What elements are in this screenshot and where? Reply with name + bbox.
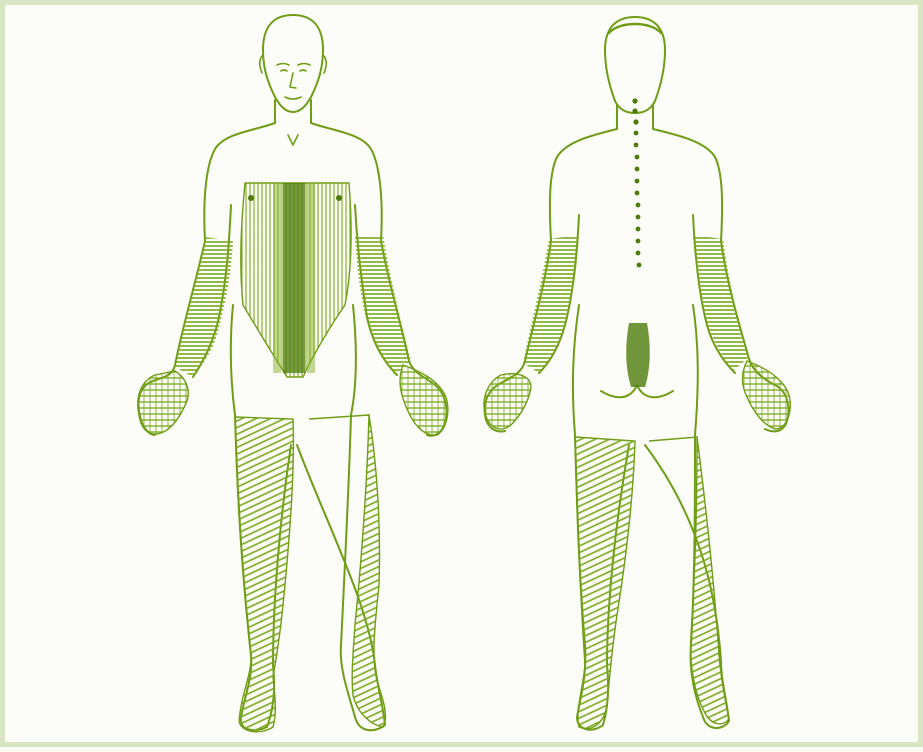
back-right-hand-hatch (743, 361, 791, 429)
front-right-forearm-hatch (355, 235, 411, 375)
spine-dots (632, 98, 641, 267)
front-hatching (138, 183, 448, 732)
front-midline-band (283, 183, 305, 373)
body-chart-figure (5, 5, 923, 752)
back-left-leg-hatch (575, 437, 635, 729)
front-right-hand-hatch (400, 365, 448, 435)
back-hatching (484, 98, 790, 728)
front-face (277, 64, 310, 100)
front-left-hand-hatch (138, 371, 188, 434)
front-left-leg-hatch (235, 417, 293, 732)
back-right-leg-hatch (649, 437, 729, 724)
back-sacrum-hatch (626, 323, 650, 387)
back-torso-outline (550, 105, 722, 241)
back-left-hand-hatch (484, 374, 531, 429)
front-head (263, 15, 323, 112)
front-left-forearm-hatch (175, 237, 233, 377)
